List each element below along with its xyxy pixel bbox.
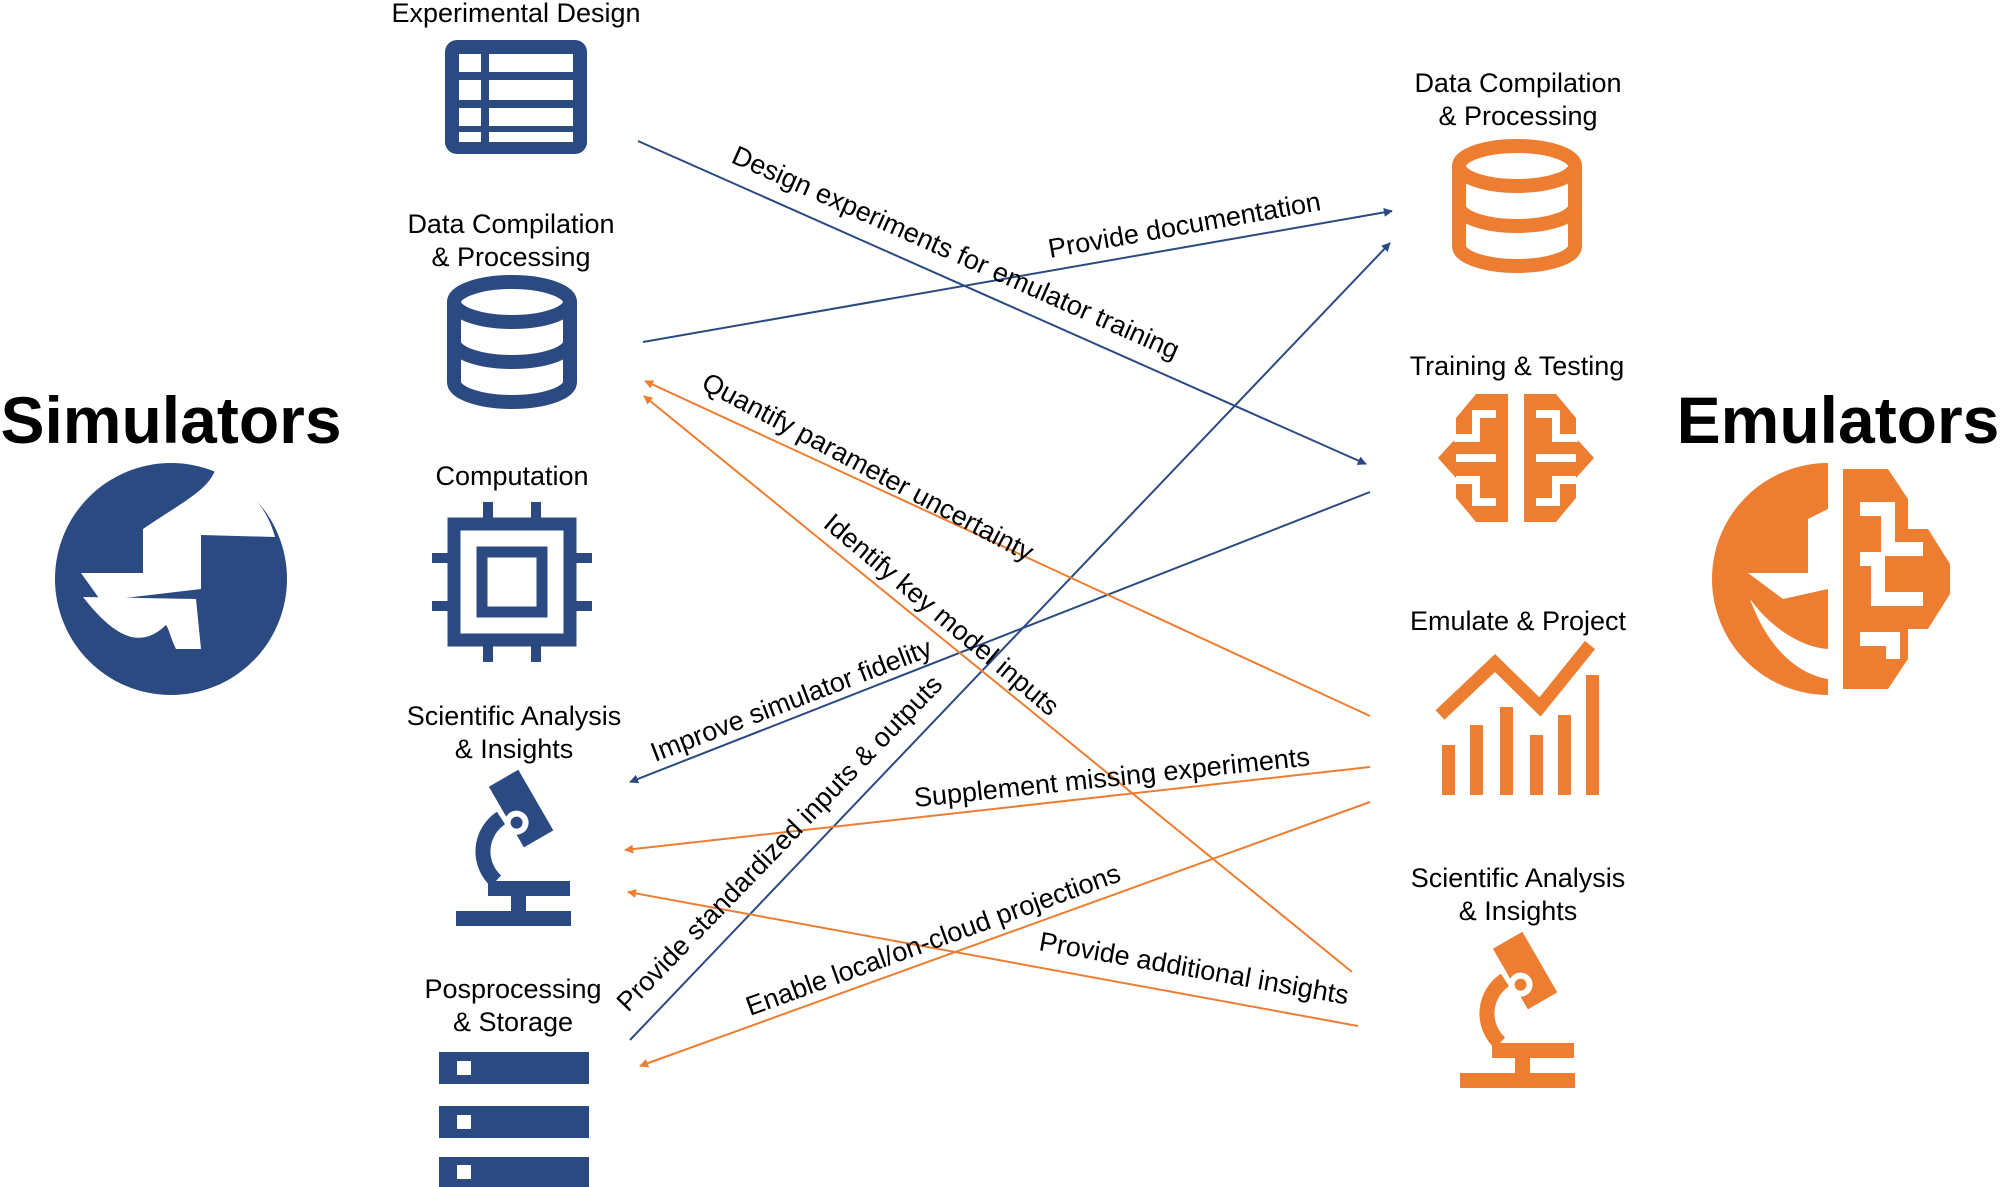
- sim-node-3-label-line1: Scientific Analysis: [407, 701, 622, 731]
- microscope-icon-emulator: [1460, 931, 1575, 1088]
- emu-node-0-label-line1: Data Compilation: [1414, 68, 1621, 98]
- arrows: [624, 140, 1393, 1068]
- arrow-supplement-experiments: [624, 766, 1371, 854]
- edge-label-insights: Provide additional insights: [1037, 926, 1351, 1010]
- emu-node-1-label: Training & Testing: [1410, 351, 1625, 381]
- arrow-quantify-uncertainty: [644, 380, 1371, 717]
- sim-node-2-label: Computation: [435, 461, 588, 491]
- arrow-design-experiments: [637, 140, 1367, 465]
- globe-icon: [55, 463, 287, 695]
- arrow-local-cloud: [639, 801, 1371, 1068]
- simulators-title: Simulators: [0, 383, 341, 457]
- emu-node-2-label: Emulate & Project: [1410, 606, 1627, 636]
- sim-node-1-label-line2: & Processing: [431, 242, 590, 272]
- edge-label-documentation: Provide documentation: [1046, 186, 1323, 264]
- arrow-provide-documentation: [642, 207, 1393, 343]
- cpu-chip-icon: [432, 502, 592, 662]
- arrow-standardized-io: [629, 242, 1391, 1041]
- emu-node-0-label-line2: & Processing: [1438, 101, 1597, 131]
- database-icon: [447, 275, 577, 409]
- emu-node-3-label-line1: Scientific Analysis: [1411, 863, 1626, 893]
- globe-brain-icon: [1712, 463, 1950, 695]
- sim-node-4-label-line2: & Storage: [453, 1007, 573, 1037]
- emu-node-3-label-line2: & Insights: [1459, 896, 1578, 926]
- table-icon: [445, 40, 587, 154]
- database-icon-emulator: [1452, 139, 1582, 273]
- emulators-title: Emulators: [1677, 383, 2000, 457]
- sim-node-1-label-line1: Data Compilation: [407, 209, 614, 239]
- edge-labels: Design experiments for emulator training…: [611, 140, 1351, 1022]
- brain-icon: [1438, 394, 1594, 522]
- sim-node-4-label-line1: Posprocessing: [424, 974, 601, 1004]
- edge-label-design: Design experiments for emulator training: [728, 140, 1184, 365]
- trend-chart-icon: [1435, 640, 1599, 795]
- server-icon: [439, 1052, 589, 1187]
- arrow-additional-insights: [627, 889, 1359, 1027]
- arrow-identify-inputs: [643, 395, 1353, 973]
- microscope-icon: [456, 769, 571, 926]
- sim-node-3-label-line2: & Insights: [455, 734, 574, 764]
- arrow-improve-fidelity: [629, 491, 1371, 784]
- edge-label-supplement: Supplement missing experiments: [912, 742, 1311, 813]
- sim-node-0-label: Experimental Design: [391, 0, 640, 28]
